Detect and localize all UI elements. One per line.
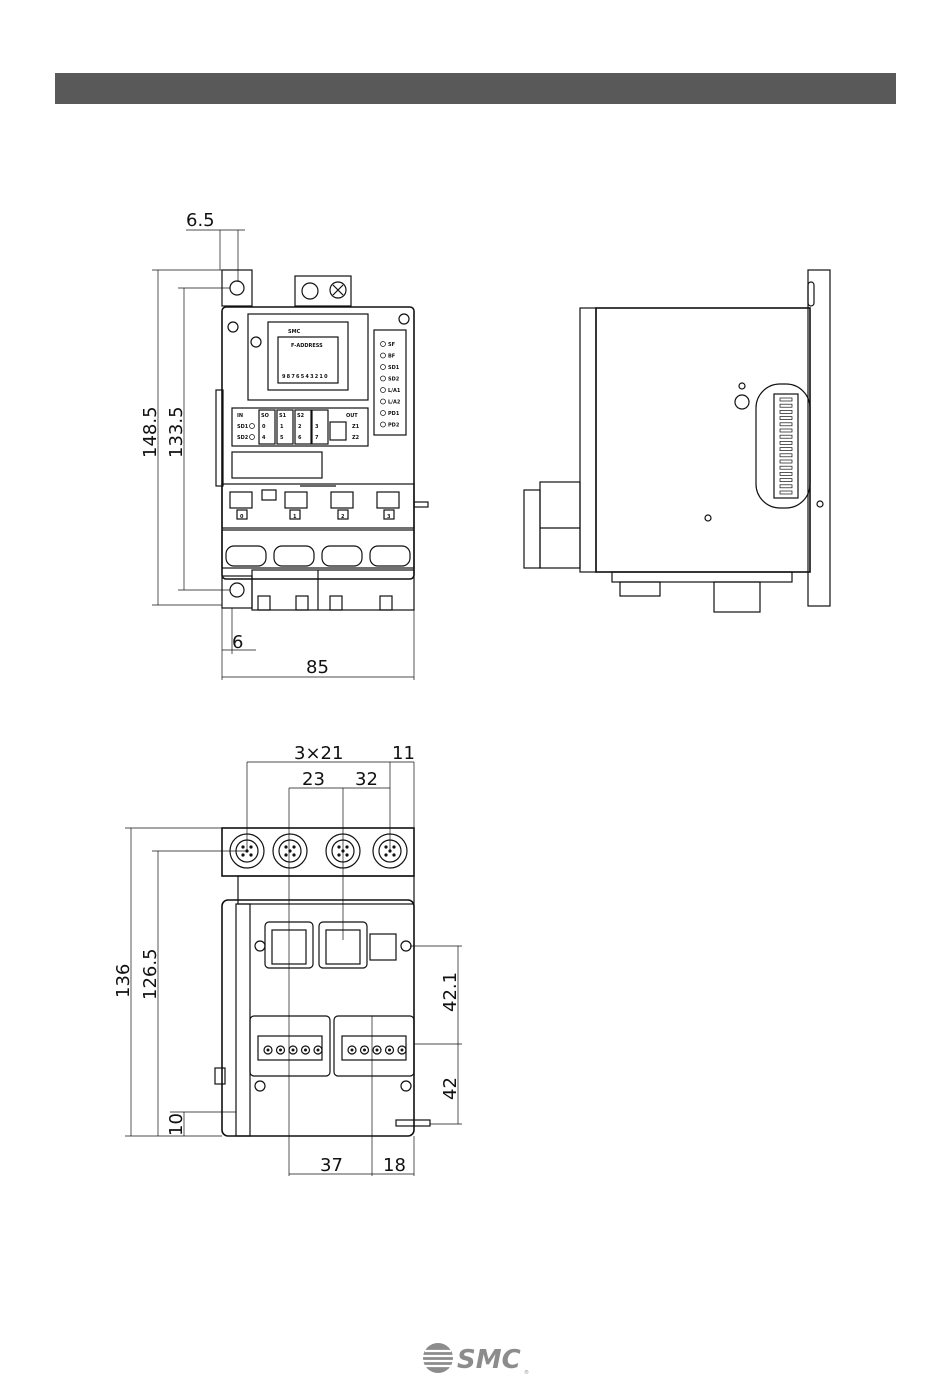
dim-bottom-b: 32: [355, 769, 378, 790]
terminal-pin: [780, 429, 792, 432]
side-terminal-block: [756, 384, 810, 508]
status-led: [381, 388, 386, 393]
svg-text:SD2: SD2: [237, 435, 249, 441]
dim-bottom-width-b: 18: [383, 1155, 406, 1176]
terminal-pin: [780, 423, 792, 426]
terminal-pin: [780, 417, 792, 420]
status-led-label: L/A2: [388, 400, 401, 406]
terminal-pin: [780, 466, 792, 469]
status-led: [381, 365, 386, 370]
dim-front-width: 85: [306, 657, 329, 678]
port-number-1: 1: [293, 514, 297, 520]
status-led-label: SF: [388, 342, 395, 348]
ground-terminal: [295, 276, 351, 306]
svg-text:SD1: SD1: [237, 424, 249, 430]
svg-text:4: 4: [262, 435, 266, 441]
side-body: [596, 308, 810, 572]
status-led: [381, 422, 386, 427]
status-led: [381, 342, 386, 347]
round-connector: [273, 834, 307, 868]
dim-front-height-outer: 148.5: [140, 406, 161, 458]
port-number-2: 2: [341, 514, 345, 520]
port-row: [222, 484, 414, 528]
status-led-label: L/A1: [388, 388, 401, 394]
bottom-feet: [252, 570, 414, 610]
in-label: IN: [237, 413, 243, 419]
address-digits: 9876543210: [282, 374, 329, 380]
svg-text:OUT: OUT: [346, 413, 358, 419]
svg-text:S1: S1: [279, 413, 287, 419]
terminal-pin: [780, 491, 792, 494]
terminal-pin: [780, 435, 792, 438]
terminal-pin: [780, 441, 792, 444]
svg-text:0: 0: [262, 424, 266, 430]
terminal-pin: [780, 479, 792, 482]
status-led: [381, 376, 386, 381]
status-led: [381, 399, 386, 404]
panel-brand: SMC: [288, 329, 301, 335]
svg-text:SO: SO: [261, 413, 269, 419]
dim-bottom-height-inner: 126.5: [140, 948, 161, 1000]
status-led-label: BF: [388, 354, 395, 360]
dim-front-top-offset: 6.5: [186, 210, 215, 231]
dim-bottom-edge: 11: [392, 743, 415, 764]
smc-logo: SMC ®: [420, 1340, 530, 1376]
svg-text:S2: S2: [297, 413, 305, 419]
status-led-label: SD1: [388, 365, 400, 371]
terminal-pin: [780, 448, 792, 451]
svg-text:5: 5: [280, 435, 284, 441]
dim-bottom-a: 23: [302, 769, 325, 790]
terminal-pin: [780, 472, 792, 475]
status-led-label: PD2: [388, 423, 400, 429]
port-number-0: 0: [240, 514, 244, 520]
smc-logo-text: SMC: [457, 1345, 521, 1375]
svg-text:6: 6: [298, 435, 302, 441]
smc-logo-mark: [423, 1343, 453, 1373]
dim-bottom-base: 10: [166, 1113, 187, 1136]
port-number-3: 3: [387, 514, 391, 520]
terminal-pin: [780, 460, 792, 463]
svg-text:Z1: Z1: [352, 424, 360, 430]
status-led: [381, 353, 386, 358]
status-led-label: PD1: [388, 411, 400, 417]
dim-front-bottom-offset: 6: [232, 632, 243, 653]
label-plate: [232, 452, 322, 478]
dim-front-height-inner: 133.5: [166, 406, 187, 458]
bottom-view: 3×21 11 23 32 136 126.5 10 42.1 42 37 18: [113, 743, 462, 1176]
status-led-label: SD2: [388, 377, 400, 383]
terminal-pin: [780, 485, 792, 488]
svg-text:1: 1: [280, 424, 284, 430]
front-view: SMC F-ADDRESS 9876543210 SFBFSD1SD2L/A1L…: [140, 210, 428, 680]
terminal-pin: [780, 398, 792, 401]
status-led: [381, 411, 386, 416]
svg-text:Z2: Z2: [352, 435, 360, 441]
dim-bottom-width-a: 37: [320, 1155, 343, 1176]
terminal-pin: [780, 410, 792, 413]
dim-bottom-right-upper: 42.1: [440, 972, 461, 1012]
svg-text:3: 3: [315, 424, 319, 430]
dim-bottom-right-lower: 42: [440, 1077, 461, 1100]
side-connector: [540, 482, 580, 568]
connector-row: [222, 530, 414, 568]
side-view: [524, 270, 830, 612]
dim-bottom-pitch: 3×21: [294, 743, 343, 764]
svg-text:2: 2: [298, 424, 302, 430]
terminal-pin: [780, 404, 792, 407]
address-module: [248, 314, 368, 400]
dim-bottom-height-outer: 136: [113, 964, 134, 998]
terminal-pin: [780, 454, 792, 457]
svg-text:7: 7: [315, 435, 319, 441]
address-label: F-ADDRESS: [291, 343, 323, 349]
registered-mark: ®: [524, 1369, 529, 1376]
